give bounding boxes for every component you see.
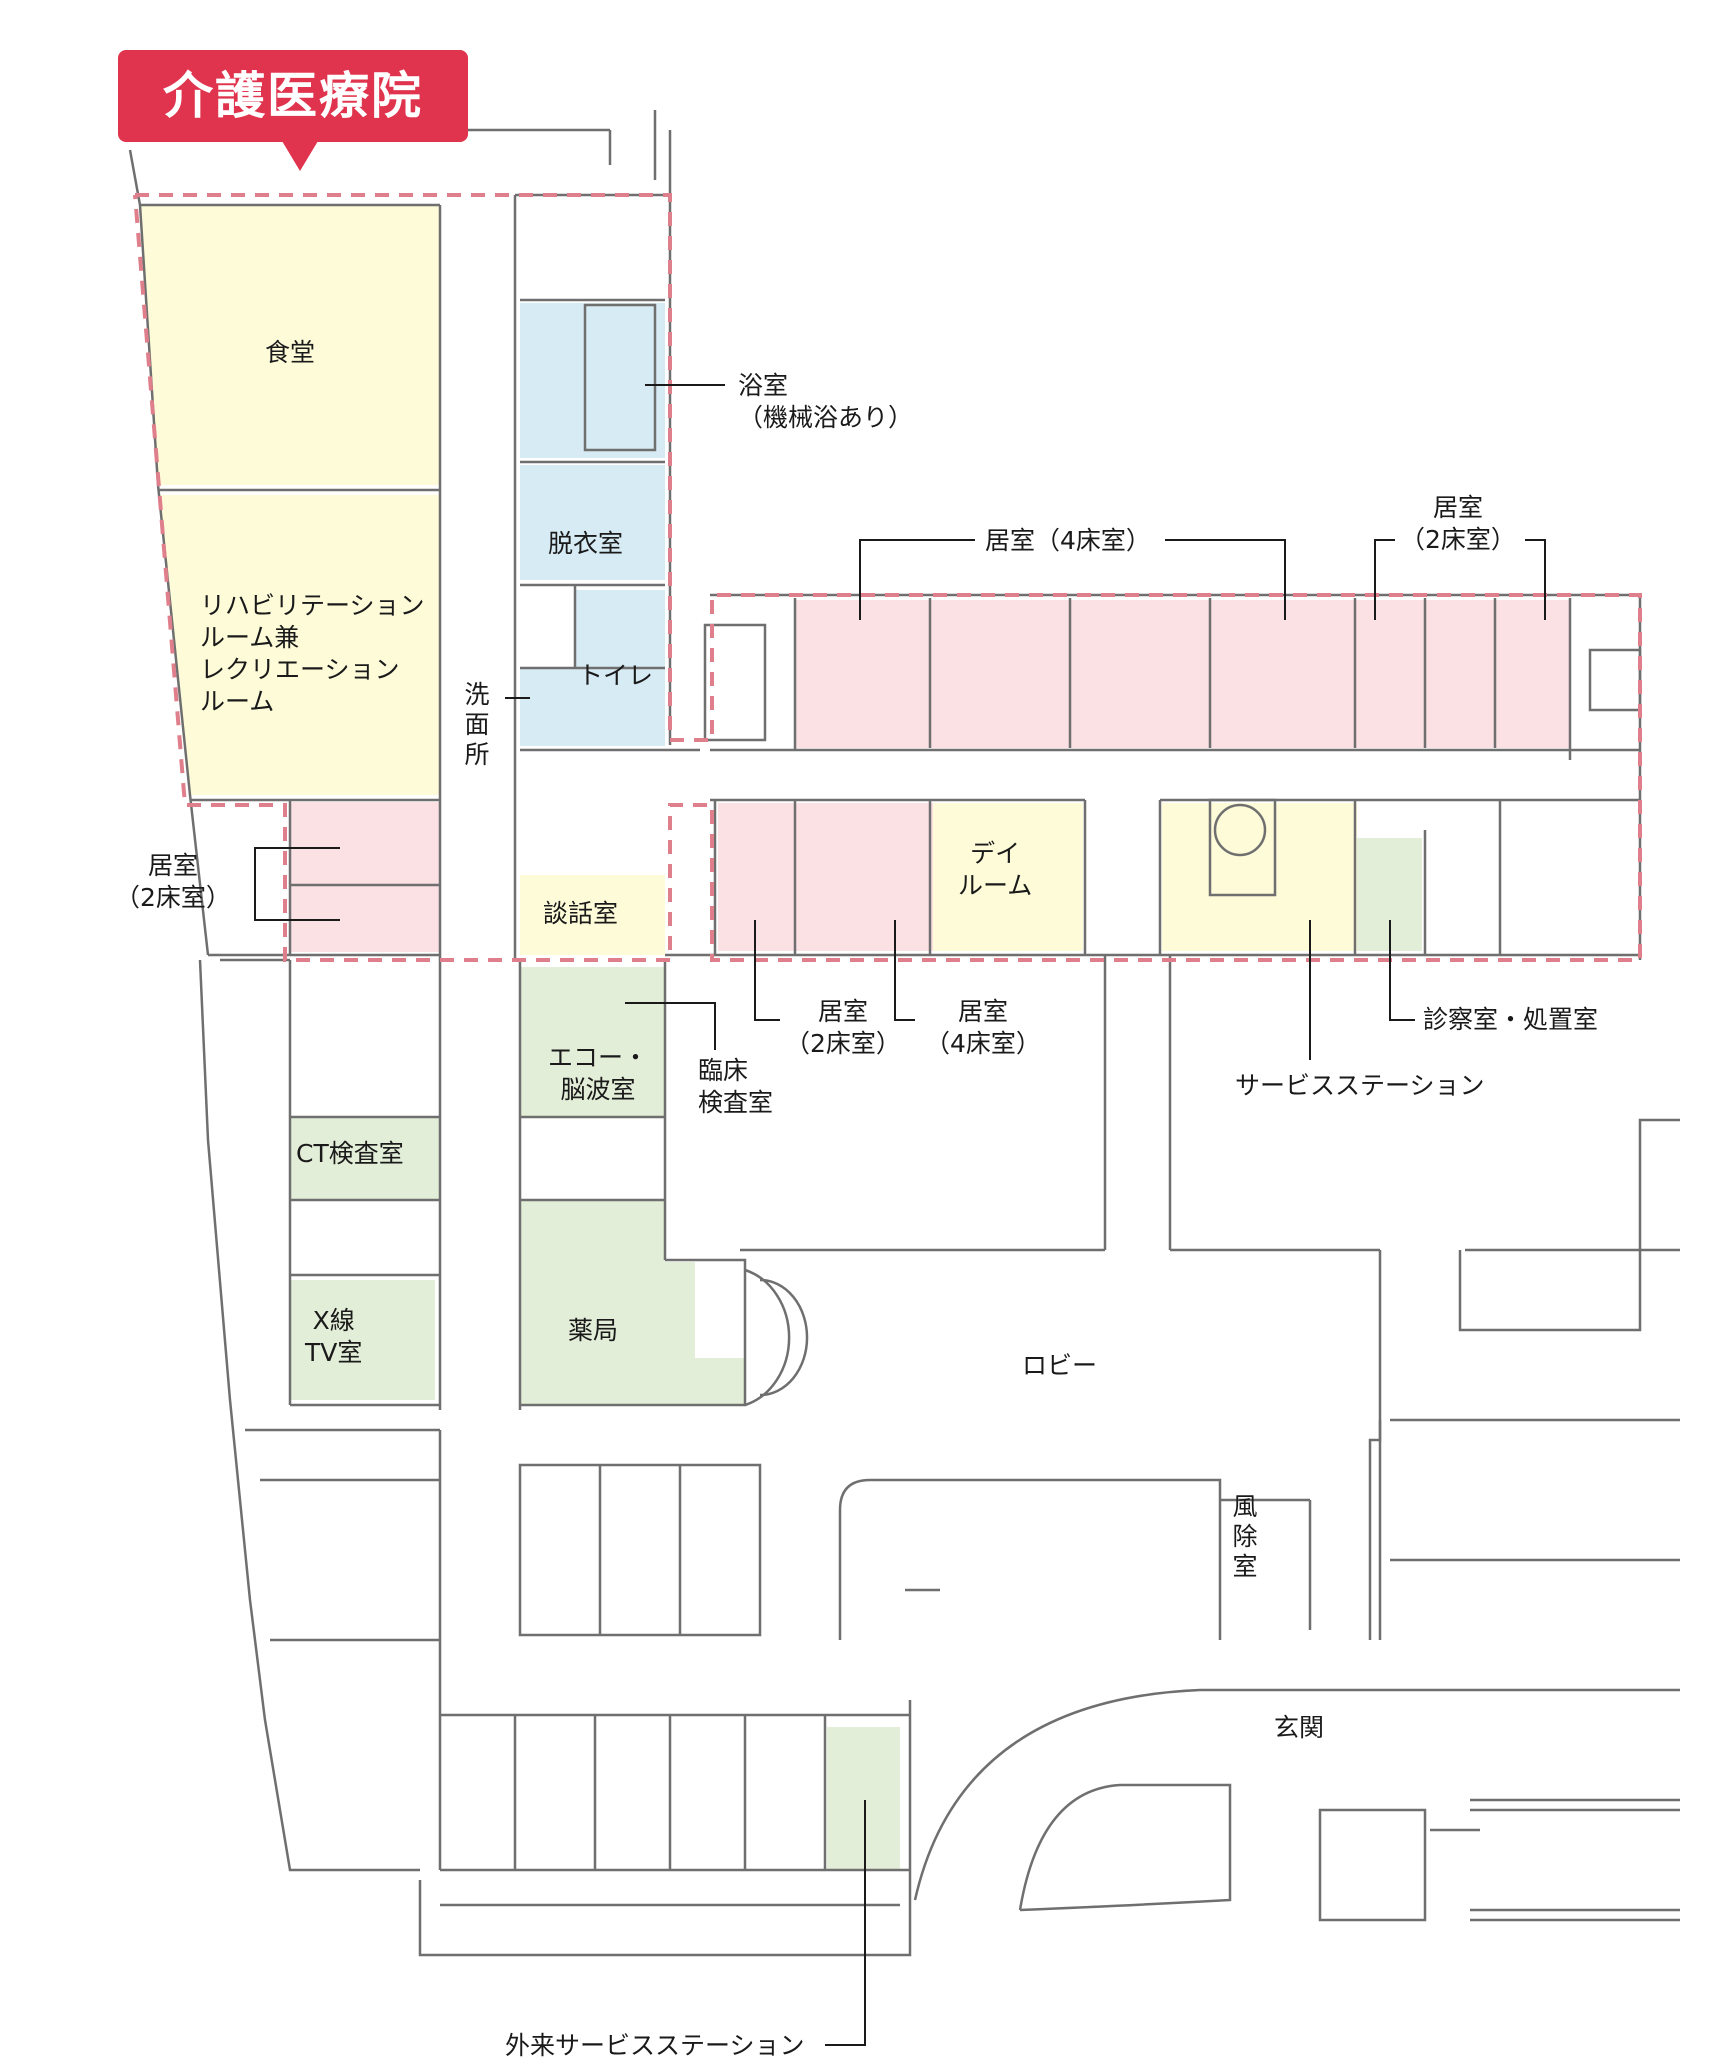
label-pharmacy: 薬局 xyxy=(568,1316,619,1345)
xray-room-area xyxy=(290,1280,435,1400)
label-windbreak: 風 除 室 xyxy=(1232,1492,1258,1581)
label-room2-left: 居室 （2床室） xyxy=(115,851,231,912)
label-rehab: リハビリテーション ルーム兼 レクリエーション ルーム xyxy=(200,591,425,716)
rehab-room-area xyxy=(158,495,440,795)
label-clinical-lab: 臨床 検査室 xyxy=(698,1056,774,1117)
bath-room-area xyxy=(520,303,665,458)
label-dining: 食堂 xyxy=(265,338,316,367)
ct-room-area xyxy=(290,1117,440,1200)
label-toilet: トイレ xyxy=(578,661,654,690)
care-hospital-badge: 介護医療院 xyxy=(118,50,468,142)
label-entrance: 玄関 xyxy=(1274,1713,1325,1742)
label-lobby: ロビー xyxy=(1022,1351,1098,1380)
label-washroom: 洗 面 所 xyxy=(464,680,490,769)
label-echo-eeg: エコー・ 脳波室 xyxy=(548,1043,649,1104)
label-changing: 脱衣室 xyxy=(548,529,624,558)
label-room4-bottom: 居室 （4床室） xyxy=(925,997,1041,1058)
service-station-area xyxy=(1162,803,1357,951)
badge-label: 介護医療院 xyxy=(163,67,423,125)
label-service-station: サービスステーション xyxy=(1235,1071,1485,1100)
label-talk-room: 談話室 xyxy=(543,899,619,928)
label-ct: CT検査室 xyxy=(296,1139,404,1168)
dining-room-area xyxy=(140,205,440,485)
label-room2-bottom: 居室 （2床室） xyxy=(785,997,901,1058)
label-day-room: デイ ルーム xyxy=(958,839,1033,900)
badge-pointer xyxy=(282,141,318,171)
room2-left-area xyxy=(290,802,440,952)
label-xray: X線 TV室 xyxy=(305,1306,363,1367)
room-row-top-area xyxy=(795,600,1570,748)
label-bath: 浴室 （機械浴あり） xyxy=(738,371,914,432)
label-outpatient-station: 外来サービスステーション xyxy=(505,2031,805,2060)
day-room-area xyxy=(933,803,1083,951)
pharmacy-area xyxy=(520,1200,745,1405)
talk-room-area xyxy=(520,875,665,955)
label-exam-room: 診察室・処置室 xyxy=(1423,1005,1599,1034)
echo-eeg-area xyxy=(520,1037,665,1117)
outpatient-station-area xyxy=(827,1727,900,1869)
label-room4-top: 居室（4床室） xyxy=(985,526,1151,555)
changing-room-area xyxy=(520,465,665,580)
room-row-bottom-left-area xyxy=(718,803,933,951)
label-room2-top: 居室 （2床室） xyxy=(1400,493,1516,554)
toilet-area xyxy=(575,590,665,668)
washroom-area xyxy=(520,668,665,746)
